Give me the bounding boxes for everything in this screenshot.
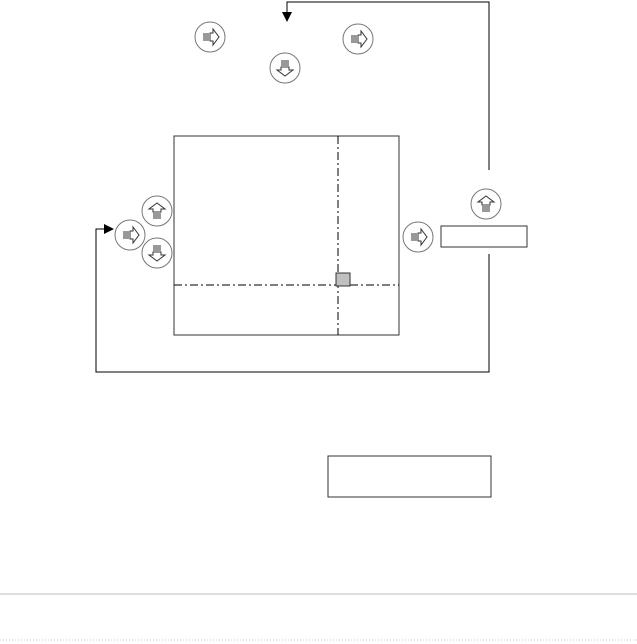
right-arrow-icon (351, 29, 368, 49)
right-arrow-icon (123, 225, 140, 245)
main-frame (173, 135, 400, 336)
side-right-button[interactable] (402, 221, 434, 253)
left-up-button[interactable] (141, 195, 173, 227)
down-arrow-icon (275, 60, 295, 77)
right-arrow-icon (411, 227, 428, 247)
top-right-b-button[interactable] (342, 23, 374, 55)
bottom-value-field[interactable] (327, 455, 492, 498)
up-arrow-icon (147, 202, 167, 219)
right-arrow-icon (203, 27, 220, 47)
bottom-feedback-connector (95, 224, 490, 373)
top-feedback-connector (282, 1, 490, 170)
side-up-button[interactable] (470, 188, 502, 220)
left-right-button[interactable] (114, 219, 146, 251)
side-value-field[interactable] (440, 225, 528, 248)
down-arrow-icon (147, 245, 167, 262)
up-arrow-icon (476, 195, 496, 212)
top-down-button[interactable] (269, 52, 301, 84)
top-right-a-button[interactable] (194, 21, 226, 53)
left-down-button[interactable] (141, 237, 173, 269)
crosshair-marker[interactable] (335, 272, 351, 287)
